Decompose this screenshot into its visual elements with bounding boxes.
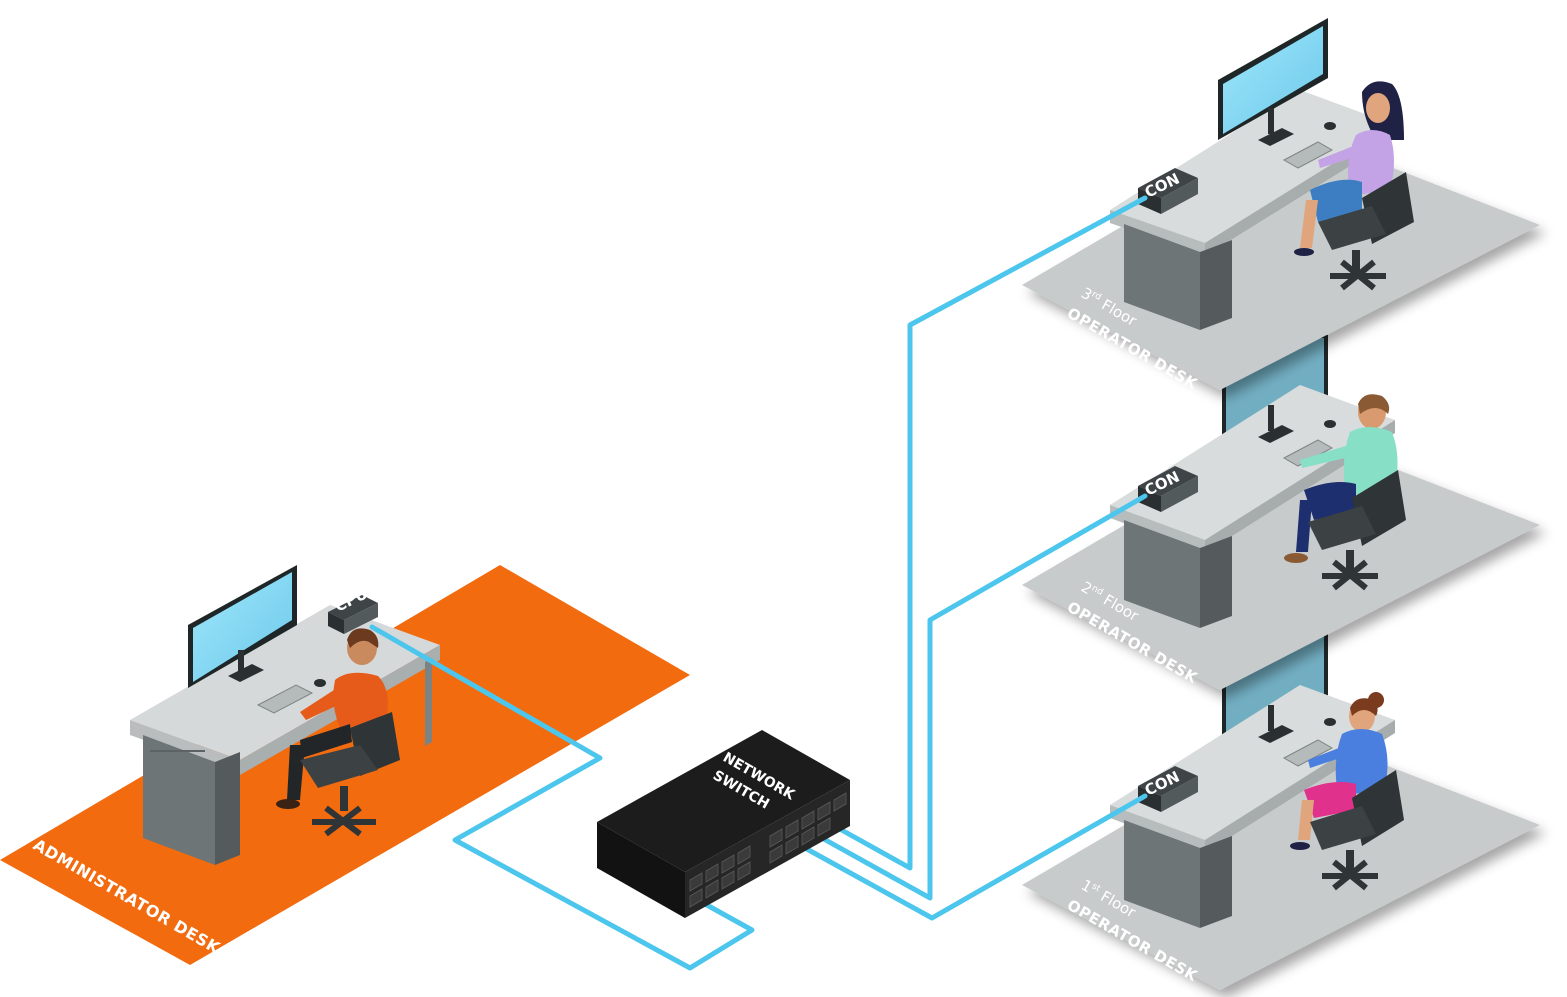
cable-switch-to-floor-1: [802, 793, 1148, 921]
cable-switch-to-floor-3: [835, 195, 1148, 871]
floor-1-person: [1290, 692, 1404, 891]
admin-person: [276, 628, 400, 837]
operator-floor-2: 2nd Floor OPERATOR DESK CON: [1022, 385, 1540, 690]
floor-2-plate: [1022, 428, 1540, 690]
admin-mouse: [314, 679, 326, 687]
switch-ports: [689, 792, 847, 908]
floor-2-person: [1284, 394, 1406, 591]
network-switch: NETWORK SWITCH: [597, 730, 850, 918]
admin-cpu-box: CPU: [328, 584, 378, 634]
admin-area: ADMINISTRATOR DESK CPU: [0, 565, 690, 965]
floor-1-plate: [1022, 728, 1540, 990]
admin-keyboard: [256, 684, 314, 714]
cables: [369, 195, 1148, 971]
operator-floor-3: 3rd Floor OPERATOR DESK CON: [1022, 18, 1540, 394]
admin-monitor: [188, 565, 297, 688]
cable-admin-to-switch: [369, 624, 755, 971]
floor-3-person: [1294, 81, 1414, 291]
operator-floor-1: 1st Floor OPERATOR DESK CON: [1022, 685, 1540, 990]
floor-3-plate: [1022, 128, 1540, 390]
cable-switch-to-floor-2: [819, 493, 1148, 901]
